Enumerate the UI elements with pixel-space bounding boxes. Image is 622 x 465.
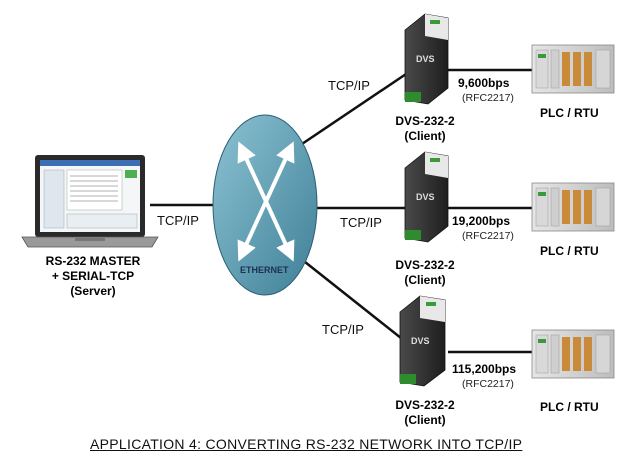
- device-1-speed: 9,600bps: [458, 76, 510, 90]
- device-3-speed: 115,200bps: [452, 362, 517, 376]
- link-label-device3: TCP/IP: [322, 322, 364, 337]
- connection-lines: [150, 68, 532, 354]
- device-3-protocol: (RFC2217): [462, 378, 514, 390]
- device-1: DVS: [404, 13, 449, 105]
- device-1-brand: DVS: [416, 54, 435, 64]
- device-3-brand: DVS: [411, 336, 430, 346]
- link-ethernet-device1: [292, 68, 413, 152]
- device-2-name: DVS-232-2: [395, 258, 455, 272]
- device-1-name: DVS-232-2: [395, 114, 455, 128]
- server-label: RS-232 MASTER + SERIAL-TCP (Server): [28, 254, 158, 299]
- device-3-name: DVS-232-2: [395, 398, 455, 412]
- device-2-speed: 19,200bps: [452, 214, 511, 228]
- link-label-device2: TCP/IP: [340, 215, 382, 230]
- device-1-role: (Client): [404, 129, 446, 143]
- device-3: DVS: [399, 295, 446, 387]
- link-label-server: TCP/IP: [157, 213, 199, 228]
- plc-2-label: PLC / RTU: [540, 244, 599, 258]
- device-3-role: (Client): [404, 413, 446, 427]
- plc-3: [531, 329, 615, 379]
- plc-1: [531, 44, 615, 94]
- device-2-protocol: (RFC2217): [462, 230, 514, 242]
- plc-3-label: PLC / RTU: [540, 400, 599, 414]
- device-2-label: DVS-232-2 (Client): [385, 258, 465, 288]
- device-3-terminal: [400, 374, 416, 384]
- laptop-base: [21, 236, 159, 248]
- plc-1-label: PLC / RTU: [540, 106, 599, 120]
- device-2-terminal: [405, 230, 421, 240]
- device-3-label: DVS-232-2 (Client): [385, 398, 465, 428]
- plc-2: [531, 182, 615, 232]
- device-1-label: DVS-232-2 (Client): [385, 114, 465, 144]
- link-ethernet-device3: [299, 257, 407, 343]
- ethernet-label: ETHERNET: [240, 265, 289, 275]
- device-2: DVS: [404, 151, 449, 243]
- device-2-brand: DVS: [416, 192, 435, 202]
- device-1-terminal: [405, 92, 421, 102]
- link-label-device1: TCP/IP: [328, 78, 370, 93]
- server-label-line1: RS-232 MASTER: [45, 254, 141, 268]
- device-2-role: (Client): [404, 273, 446, 287]
- laptop-server: [21, 155, 159, 248]
- ethernet-node: [212, 114, 318, 296]
- diagram-caption: APPLICATION 4: CONVERTING RS-232 NETWORK…: [90, 436, 523, 452]
- server-label-line2: + SERIAL-TCP: [51, 269, 135, 283]
- ethernet-arrow-2: [237, 141, 295, 262]
- device-1-protocol: (RFC2217): [462, 92, 514, 104]
- server-label-line3: (Server): [70, 284, 116, 298]
